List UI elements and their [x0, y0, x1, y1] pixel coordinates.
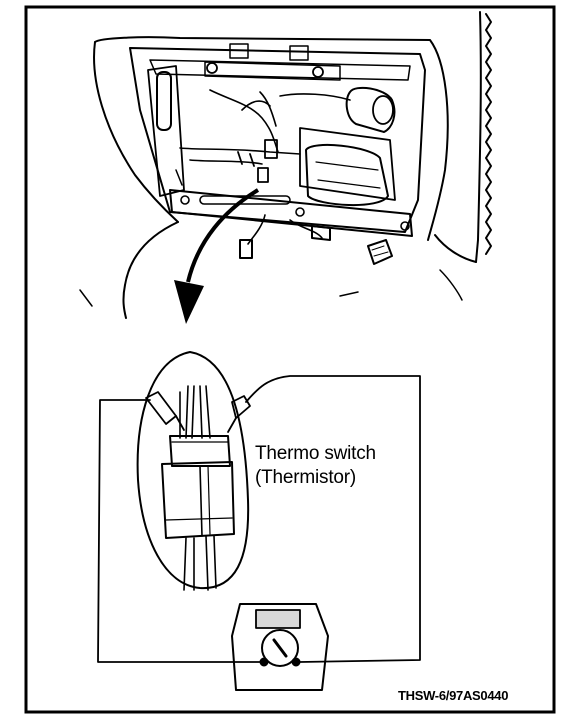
figure-code: THSW-6/97AS0440 — [398, 688, 509, 703]
weatherstrip — [485, 13, 492, 255]
test-lead-right — [245, 375, 421, 663]
left-bracket-slot — [156, 71, 172, 131]
detail-arrow — [174, 188, 260, 324]
ohmmeter — [231, 603, 329, 691]
meter-terminal-left — [259, 657, 269, 667]
meter-display — [255, 609, 301, 629]
hanging-connector-right — [367, 239, 393, 265]
dashboard-illustration — [79, 11, 492, 319]
blower-motor — [345, 86, 396, 133]
meter-dial — [261, 629, 299, 667]
lower-rail — [169, 189, 413, 237]
component-label-line2: (Thermistor) — [255, 467, 357, 488]
hanging-connector-left — [239, 239, 253, 259]
glovebox-frame — [129, 47, 426, 233]
harness-upper — [209, 89, 279, 153]
detail-ellipse — [136, 351, 250, 590]
test-lead-left — [97, 399, 263, 663]
blower-housing — [305, 144, 389, 206]
component-label-line1: Thermo switch — [255, 443, 376, 464]
connector-body — [161, 461, 235, 539]
probe-right — [231, 395, 251, 419]
probe-left — [145, 391, 177, 425]
door-edge — [475, 11, 482, 263]
meter-terminal-right — [291, 657, 301, 667]
dash-contour — [94, 36, 449, 241]
connector-head — [169, 435, 231, 467]
test-circuit — [97, 351, 421, 691]
figure-frame — [24, 5, 556, 714]
